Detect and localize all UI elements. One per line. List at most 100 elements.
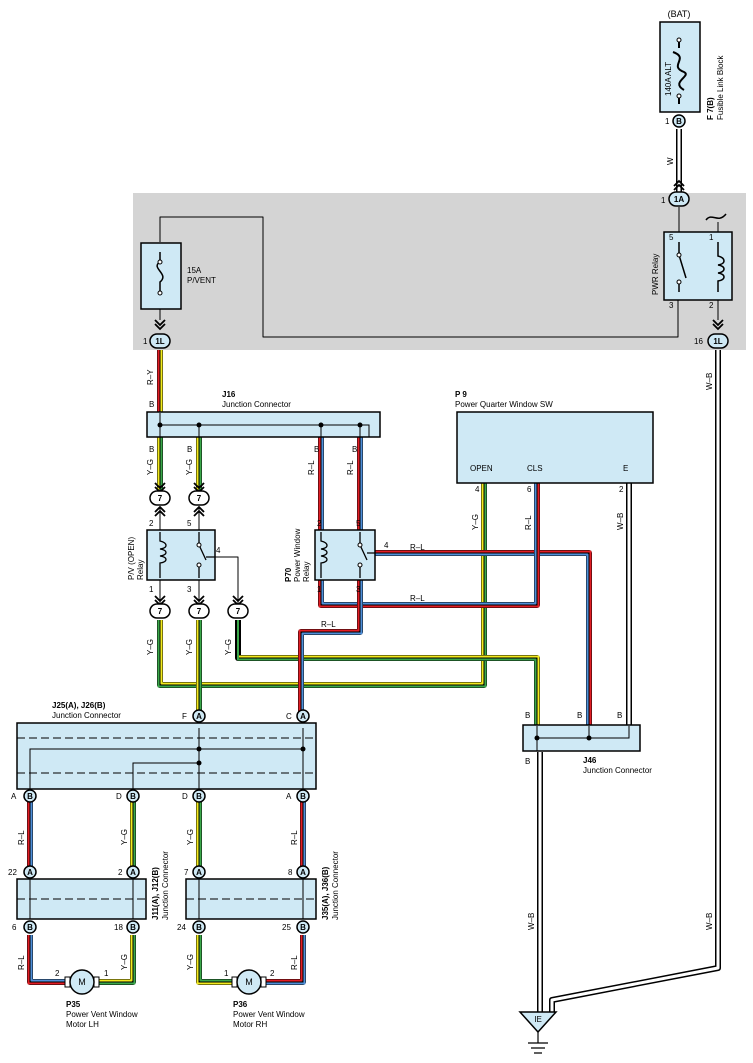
fuse-140a-label: 140A ALT: [664, 62, 673, 96]
svg-text:A: A: [286, 792, 292, 801]
svg-text:M: M: [245, 977, 253, 987]
fusible-link-connector: [672, 114, 686, 128]
p9-switch: [456, 411, 654, 484]
svg-text:CLS: CLS: [527, 464, 543, 473]
svg-text:1: 1: [709, 233, 714, 242]
j16-name: Junction Connector: [222, 400, 291, 409]
svg-text:3: 3: [669, 301, 674, 310]
svg-text:18: 18: [114, 923, 123, 932]
svg-text:2: 2: [55, 969, 60, 978]
wire-rl-p70-3: [298, 580, 363, 712]
wire-label-w: W: [666, 157, 675, 165]
j46-id: J46: [583, 756, 597, 765]
svg-text:Y–G: Y–G: [146, 459, 155, 475]
svg-text:3: 3: [356, 585, 361, 594]
fusible-link-pin: 1: [665, 117, 670, 126]
svg-text:B: B: [196, 923, 202, 932]
connector-7-row-bottom: 7 7 7: [149, 595, 249, 619]
svg-text:7: 7: [158, 494, 163, 503]
wire-rl-p70-1: [318, 483, 540, 608]
wire-wb-right: [549, 350, 721, 1012]
wire-yg-5: [235, 620, 540, 726]
fuse-15a-box: [140, 242, 182, 310]
fuse-15a-name: P/VENT: [187, 276, 216, 285]
motor-lh: M: [64, 969, 100, 995]
fuse-15a-label: 15A: [187, 266, 202, 275]
svg-text:R–L: R–L: [17, 830, 26, 845]
j25-id: J25(A), J26(B): [52, 701, 106, 710]
svg-text:D: D: [182, 792, 188, 801]
p70-label-2: Relay: [302, 562, 311, 582]
svg-text:B: B: [149, 445, 154, 454]
svg-text:R–L: R–L: [410, 594, 425, 603]
svg-text:3: 3: [187, 585, 192, 594]
wire-yg-mid: [196, 802, 202, 868]
wire-yg-motor-rh: [196, 935, 232, 985]
svg-text:B: B: [27, 923, 33, 932]
svg-text:B: B: [676, 117, 682, 126]
p35-line2: Motor LH: [66, 1020, 99, 1029]
connector-7-row-top: 7 7: [149, 482, 210, 517]
wire-yg-3: [157, 483, 487, 688]
svg-text:Y–G: Y–G: [120, 954, 129, 970]
svg-text:4: 4: [384, 541, 389, 550]
svg-text:Y–G: Y–G: [224, 639, 233, 655]
pwr-relay-coil: [717, 242, 725, 292]
svg-text:7: 7: [197, 494, 202, 503]
wire-rl-motor-lh: [27, 935, 65, 985]
p35-line1: Power Vent Window: [66, 1010, 138, 1019]
p35-id: P35: [66, 1000, 81, 1009]
svg-text:Y–G: Y–G: [186, 829, 195, 845]
svg-text:8: 8: [288, 868, 293, 877]
junction-block-panel: [133, 193, 746, 350]
svg-text:Y–G: Y–G: [185, 459, 194, 475]
j11-id: J11(A), J12(B): [151, 867, 160, 920]
svg-text:7: 7: [158, 607, 163, 616]
svg-text:D: D: [116, 792, 122, 801]
svg-text:B: B: [187, 445, 192, 454]
j46-name: Junction Connector: [583, 766, 652, 775]
svg-text:2: 2: [149, 519, 154, 528]
svg-text:5: 5: [669, 233, 674, 242]
svg-text:2: 2: [619, 485, 624, 494]
svg-text:B: B: [27, 792, 33, 801]
motor-rh: M: [231, 969, 267, 995]
svg-text:B: B: [314, 445, 319, 454]
svg-text:A: A: [300, 868, 306, 877]
svg-text:1: 1: [224, 969, 229, 978]
svg-text:4: 4: [216, 546, 221, 555]
pwr-relay-label: PWR Relay: [651, 254, 660, 295]
svg-text:1A: 1A: [674, 195, 684, 204]
svg-text:A: A: [11, 792, 17, 801]
svg-text:24: 24: [177, 923, 186, 932]
svg-text:A: A: [300, 712, 306, 721]
svg-text:R–L: R–L: [307, 460, 316, 475]
svg-text:1: 1: [317, 585, 322, 594]
j35-bottom-connectors: 24 B 25 B: [177, 920, 310, 934]
svg-text:2: 2: [270, 969, 275, 978]
p9-id: P 9: [455, 390, 467, 399]
pv-relay-label-2: Relay: [136, 560, 145, 580]
svg-text:22: 22: [8, 868, 17, 877]
svg-text:B: B: [300, 792, 306, 801]
svg-text:5: 5: [356, 519, 361, 528]
svg-text:7: 7: [197, 607, 202, 616]
svg-text:1: 1: [104, 969, 109, 978]
svg-text:6: 6: [527, 485, 532, 494]
j25-name: Junction Connector: [52, 711, 121, 720]
p36-id: P36: [233, 1000, 248, 1009]
wire-yg-motor-lh: [99, 935, 136, 985]
svg-text:B: B: [525, 711, 530, 720]
svg-text:B: B: [525, 757, 530, 766]
wire-rl-motor-rh: [266, 935, 306, 985]
svg-text:6: 6: [12, 923, 17, 932]
svg-text:1L: 1L: [713, 337, 722, 346]
j11-bottom-connectors: 6 B 18 B: [12, 920, 140, 934]
wire-yg-1: [157, 437, 163, 492]
svg-text:Y–G: Y–G: [120, 829, 129, 845]
wire-rl-right: [300, 802, 306, 868]
svg-text:B: B: [577, 711, 582, 720]
svg-text:1: 1: [143, 337, 148, 346]
svg-text:B: B: [149, 400, 154, 409]
